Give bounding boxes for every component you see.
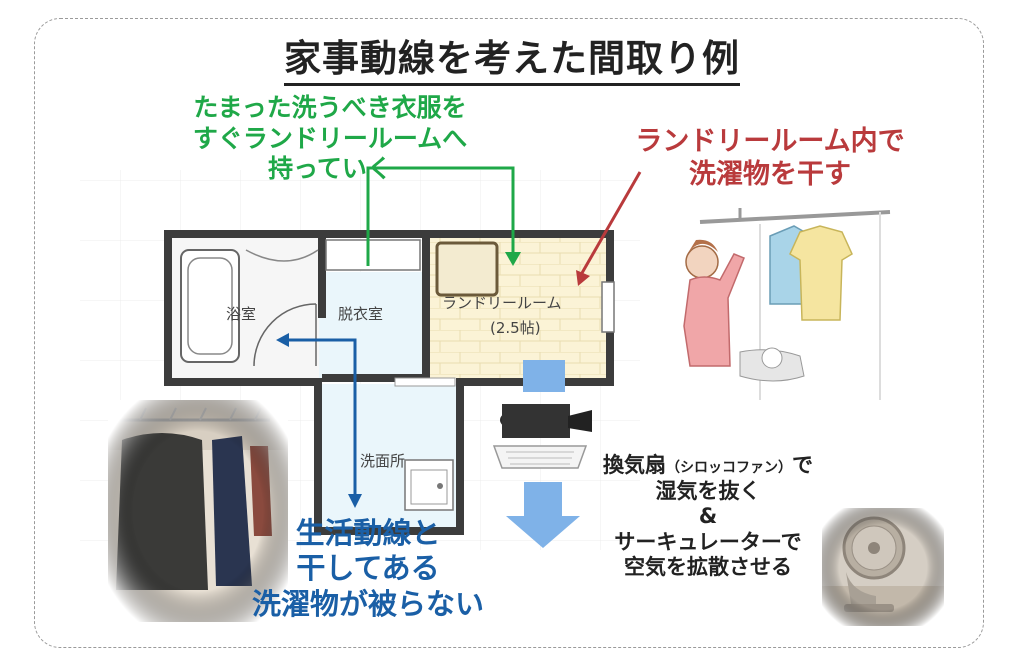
- red-callout: ランドリールーム内で 洗濯物を干す: [620, 126, 920, 192]
- ventilation-fan-illustration: [492, 404, 592, 469]
- room-label-bath: 浴室: [226, 305, 257, 323]
- circulator-callout-line-1: サーキュレーターで: [614, 529, 802, 554]
- blue-callout: 生活動線と 干してある 洗濯物が被らない: [238, 516, 498, 622]
- blue-callout-line-3: 洗濯物が被らない: [251, 586, 484, 621]
- airflow-bar: [523, 360, 565, 392]
- washing-machine: [435, 241, 499, 297]
- room-label-washroom: 洗面所: [360, 452, 406, 470]
- dressing-floor: [319, 272, 428, 378]
- bathtub-inner: [187, 257, 233, 355]
- ampersand: &: [698, 504, 718, 529]
- bath-sink-arc: [245, 249, 319, 262]
- red-callout-line-1: ランドリールーム内で: [635, 126, 905, 157]
- bath-door-swing: [253, 303, 317, 367]
- green-callout-line-3: 持っていく: [268, 154, 392, 183]
- blue-callout-line-2: 干してある: [296, 551, 440, 586]
- blue-flow-arrow: [281, 338, 357, 498]
- red-arrow: [580, 171, 642, 274]
- red-callout-line-2: 洗濯物を干す: [689, 158, 851, 190]
- green-callout: たまった洗うべき衣服を すぐランドリールームへ 持っていく: [150, 93, 510, 185]
- green-flow-arrow: [366, 166, 515, 266]
- clothes-rack-photo: [108, 400, 288, 622]
- circulator-photo: [822, 508, 944, 626]
- circulator-callout-line-2: 空気を拡散させる: [624, 555, 792, 580]
- dressing-counter: [325, 239, 421, 271]
- door-opening: [394, 377, 456, 387]
- dashed-frame: [34, 18, 984, 648]
- blue-callout-line-1: 生活動線と: [295, 516, 441, 550]
- woman-hanging-laundry-illustration: [660, 190, 898, 410]
- green-callout-line-1: たまった洗うべき衣服を: [193, 93, 467, 122]
- green-callout-line-2: すぐランドリールームへ: [192, 123, 468, 153]
- page-title: 家事動線を考えた間取り例: [0, 28, 1024, 86]
- window-right: [601, 281, 615, 333]
- room-label-dressing: 脱衣室: [338, 305, 384, 323]
- airflow-down-arrow: [506, 482, 580, 548]
- fan-circulator-callout: 換気扇（シロッコファン）で 湿気を抜く & サーキュレーターで 空気を拡散させる: [588, 453, 828, 581]
- fan-callout-line-1: 換気扇（シロッコファン）で: [603, 453, 813, 477]
- room-label-laundry-size: (2.5帖): [490, 319, 541, 337]
- room-label-laundry: ランドリールーム: [442, 294, 562, 312]
- fan-callout-line-2: 湿気を抜く: [655, 478, 761, 503]
